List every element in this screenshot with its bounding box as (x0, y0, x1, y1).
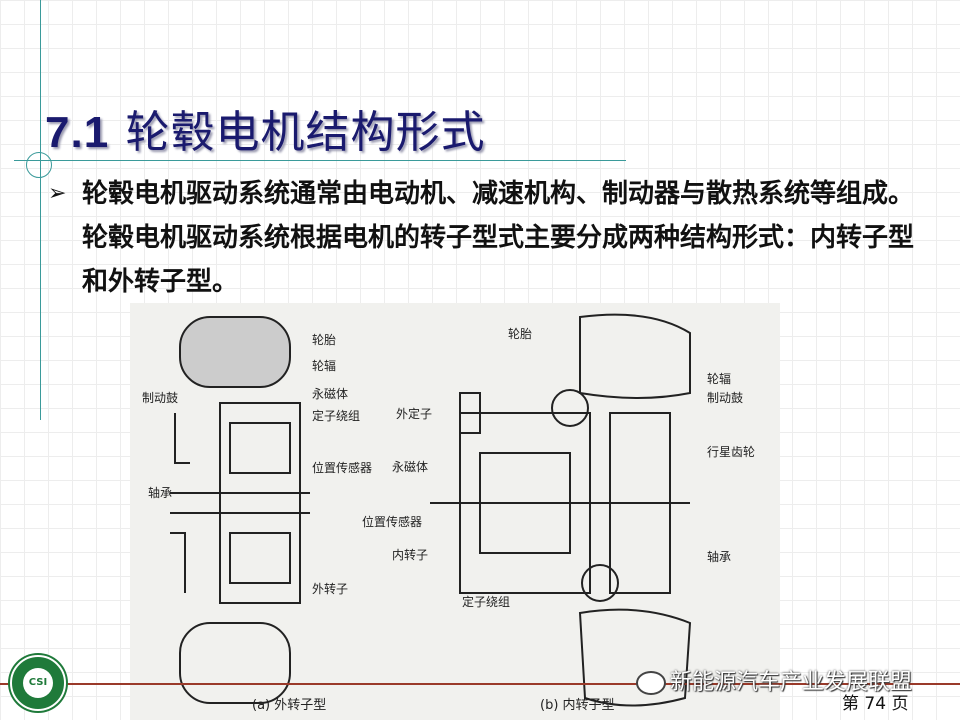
left-tire-bottom (179, 622, 291, 704)
arrow-bullet-icon: ➢ (48, 181, 67, 206)
label-right-bearing: 轴承 (707, 550, 732, 564)
organization-logo: CSI (10, 655, 66, 711)
label-right-spoke: 轮辐 (707, 372, 732, 386)
right-tire-top (579, 313, 691, 399)
wechat-icon (636, 671, 666, 695)
hub-motor-figure: 轮胎 轮辐 永磁体 定子绕组 制动鼓 位置传感器 轴承 外转子 轮胎 外定子 永… (130, 303, 780, 720)
left-outer-rotor (219, 402, 301, 604)
decor-vertical-line (40, 0, 41, 420)
logo-text: CSI (23, 668, 53, 698)
decor-circle (26, 152, 52, 178)
motor-diagram (170, 313, 692, 707)
label-left-bearing: 轴承 (148, 486, 173, 500)
caption-inner-rotor: (b) 内转子型 (540, 698, 615, 713)
watermark: 新能源汽车产业发展联盟 (636, 664, 912, 696)
label-right-sensor: 位置传感器 (362, 515, 423, 529)
bullet-paragraph: ➢ 轮毂电机驱动系统通常由电动机、减速机构、制动器与散热系统等组成。轮毂电机驱动… (48, 172, 928, 304)
page-number: 第 74 页 (842, 694, 909, 714)
slide-title: 7.1 轮毂电机结构形式 (45, 96, 486, 160)
left-tire-top (179, 316, 291, 388)
title-text: 轮毂电机结构形式 (125, 107, 486, 158)
label-right-brake: 制动鼓 (707, 391, 744, 405)
bullet-text: 轮毂电机驱动系统通常由电动机、减速机构、制动器与散热系统等组成。轮毂电机驱动系统… (82, 179, 915, 297)
right-tire-bottom (578, 608, 692, 707)
decor-horizontal-line (14, 160, 626, 161)
label-right-planet-gear: 行星齿轮 (707, 445, 756, 459)
label-right-outer-stator: 外定子 (396, 407, 433, 421)
title-number: 7.1 (45, 108, 110, 157)
label-left-magnet: 永磁体 (312, 387, 349, 401)
label-left-outer-rotor: 外转子 (312, 582, 349, 596)
caption-outer-rotor: (a) 外转子型 (252, 698, 327, 713)
label-right-inner-rotor: 内转子 (392, 548, 429, 562)
label-right-winding: 定子绕组 (462, 595, 511, 609)
label-right-tire: 轮胎 (508, 327, 533, 341)
watermark-text: 新能源汽车产业发展联盟 (670, 670, 913, 695)
footer-line (0, 683, 960, 685)
label-left-tire: 轮胎 (312, 333, 337, 347)
label-right-magnet: 永磁体 (392, 460, 429, 474)
label-left-brake: 制动鼓 (142, 391, 179, 405)
label-left-spoke: 轮辐 (312, 359, 337, 373)
label-left-winding: 定子绕组 (312, 409, 361, 423)
label-left-sensor: 位置传感器 (312, 461, 373, 475)
